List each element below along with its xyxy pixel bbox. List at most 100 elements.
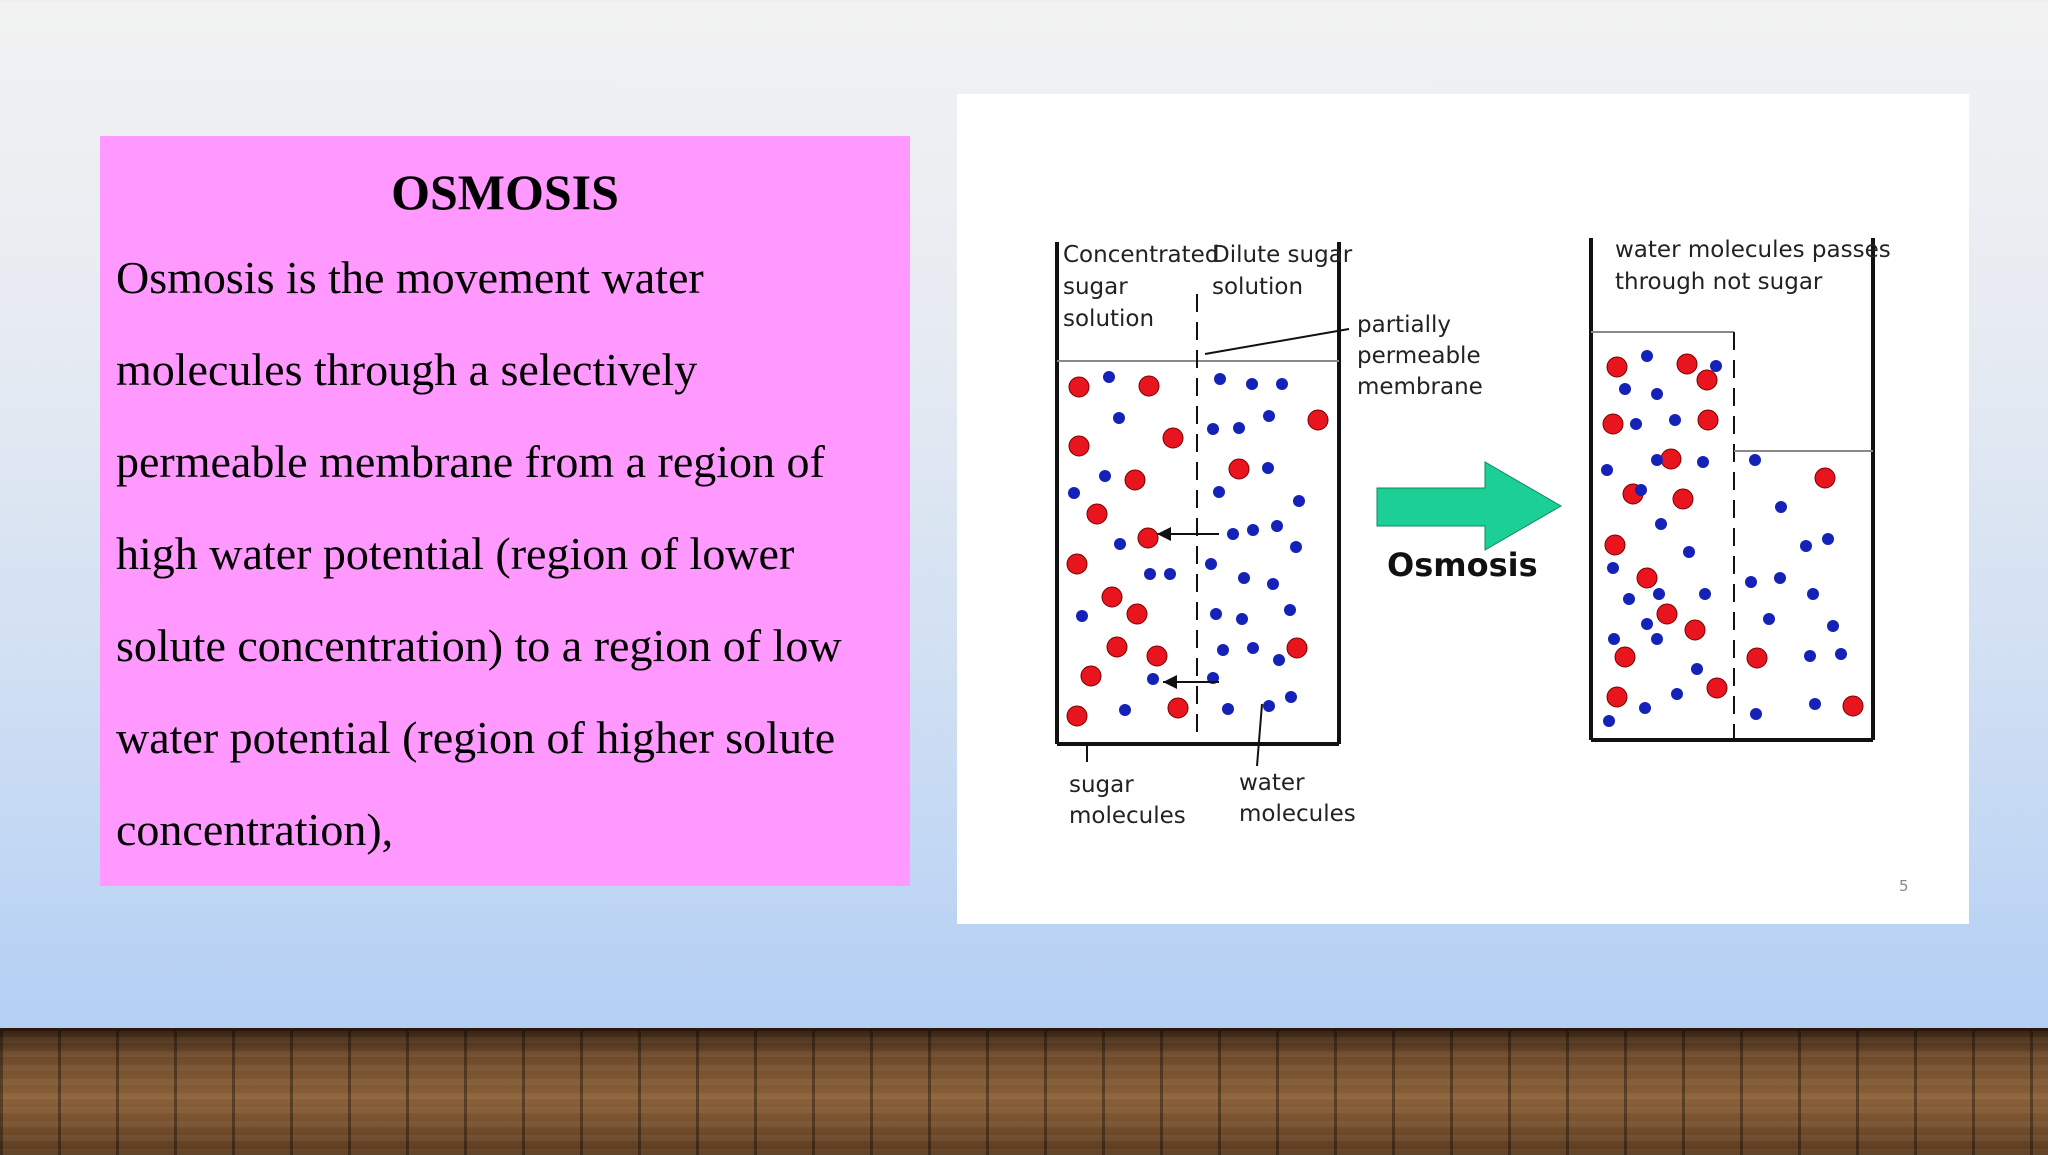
water-molecule: [1641, 618, 1653, 630]
water-molecule: [1651, 454, 1663, 466]
water-molecule: [1247, 524, 1259, 536]
sugar-molecule: [1842, 695, 1864, 717]
water-molecule: [1213, 486, 1225, 498]
sugar-molecule: [1286, 637, 1308, 659]
water-molecule: [1276, 378, 1288, 390]
water-molecule: [1653, 588, 1665, 600]
passes-through-label: water molecules passes through not sugar: [1615, 237, 1898, 295]
sugar-molecule: [1684, 619, 1706, 641]
osmosis-arrow: [1376, 461, 1562, 551]
water-molecule: [1205, 558, 1217, 570]
water-molecule: [1603, 715, 1615, 727]
water-molecule: [1835, 648, 1847, 660]
sugar-molecule: [1307, 409, 1329, 431]
water-molecule: [1103, 371, 1115, 383]
left-beaker: [1055, 242, 1350, 767]
sugar-molecule: [1101, 586, 1123, 608]
sugar-molecule: [1614, 646, 1636, 668]
sugar-molecule: [1656, 603, 1678, 625]
definition-textbox: OSMOSIS Osmosis is the movement water mo…: [100, 136, 910, 886]
water-molecule: [1639, 702, 1651, 714]
water-molecule: [1635, 484, 1647, 496]
water-molecule: [1607, 562, 1619, 574]
water-molecule: [1710, 360, 1722, 372]
sugar-molecule: [1672, 488, 1694, 510]
water-molecule: [1214, 373, 1226, 385]
water-molecule: [1099, 470, 1111, 482]
water-molecule: [1804, 650, 1816, 662]
left-beaker-molecules: [1066, 371, 1329, 727]
diffusion-arrow-2: [1163, 675, 1219, 689]
water-molecule: [1822, 533, 1834, 545]
sugar-molecule: [1660, 448, 1682, 470]
sugar-molecule: [1124, 469, 1146, 491]
sugar-molecule: [1137, 527, 1159, 549]
water-molecule: [1236, 613, 1248, 625]
sugar-molecule: [1746, 647, 1768, 669]
water-molecule: [1285, 691, 1297, 703]
water-molecule: [1809, 698, 1821, 710]
water-molecule: [1164, 568, 1176, 580]
sugar-molecule: [1606, 686, 1628, 708]
osmosis-diagram: Concentrated sugar solution Dilute sugar…: [957, 94, 1969, 924]
water-molecule: [1114, 538, 1126, 550]
water-molecules-label: water molecules: [1239, 770, 1356, 827]
water-molecule: [1144, 568, 1156, 580]
water-molecule: [1267, 578, 1279, 590]
water-molecule: [1608, 633, 1620, 645]
water-molecule: [1641, 350, 1653, 362]
diffusion-arrow-1: [1157, 527, 1219, 541]
sugar-molecule: [1068, 435, 1090, 457]
water-molecule: [1669, 414, 1681, 426]
water-molecule: [1119, 704, 1131, 716]
osmosis-label: Osmosis: [1387, 546, 1538, 584]
right-beaker-molecules: [1601, 350, 1864, 727]
right-beaker: [1589, 238, 1875, 742]
membrane-label: partially permeable membrane: [1357, 312, 1488, 400]
water-molecule: [1263, 700, 1275, 712]
sugar-molecule: [1162, 427, 1184, 449]
water-molecule: [1210, 608, 1222, 620]
sugar-molecule: [1146, 645, 1168, 667]
water-molecule: [1683, 546, 1695, 558]
water-molecule: [1222, 703, 1234, 715]
water-molecule: [1750, 708, 1762, 720]
water-molecule: [1113, 412, 1125, 424]
water-molecule: [1745, 576, 1757, 588]
water-molecule: [1233, 422, 1245, 434]
water-molecule: [1655, 518, 1667, 530]
water-molecule: [1271, 520, 1283, 532]
sugar-molecule: [1602, 413, 1624, 435]
water-molecule: [1293, 495, 1305, 507]
sugar-molecule: [1228, 458, 1250, 480]
water-molecule: [1630, 418, 1642, 430]
water-molecule: [1227, 528, 1239, 540]
water-molecule: [1247, 642, 1259, 654]
water-molecule: [1691, 663, 1703, 675]
water-molecule: [1697, 456, 1709, 468]
membrane-pointer: [1204, 328, 1350, 355]
sugar-molecule: [1636, 567, 1658, 589]
water-molecule: [1238, 572, 1250, 584]
water-molecule: [1217, 644, 1229, 656]
sugar-molecule: [1706, 677, 1728, 699]
water-molecule: [1763, 613, 1775, 625]
water-molecule: [1262, 462, 1274, 474]
sugar-molecule: [1138, 375, 1160, 397]
definition-text: Osmosis is the movement water molecules …: [116, 252, 842, 855]
water-molecule: [1246, 378, 1258, 390]
water-molecule: [1147, 673, 1159, 685]
water-molecule: [1651, 388, 1663, 400]
water-molecule: [1284, 604, 1296, 616]
sugar-molecule: [1106, 636, 1128, 658]
sugar-molecule: [1167, 697, 1189, 719]
water-molecule: [1068, 487, 1080, 499]
diagram-svg: Concentrated sugar solution Dilute sugar…: [1055, 237, 1909, 895]
sugar-molecule: [1066, 705, 1088, 727]
water-molecule: [1601, 464, 1613, 476]
sugar-molecule: [1814, 467, 1836, 489]
sugar-molecule: [1604, 534, 1626, 556]
water-molecule: [1651, 633, 1663, 645]
sugar-molecule: [1086, 503, 1108, 525]
